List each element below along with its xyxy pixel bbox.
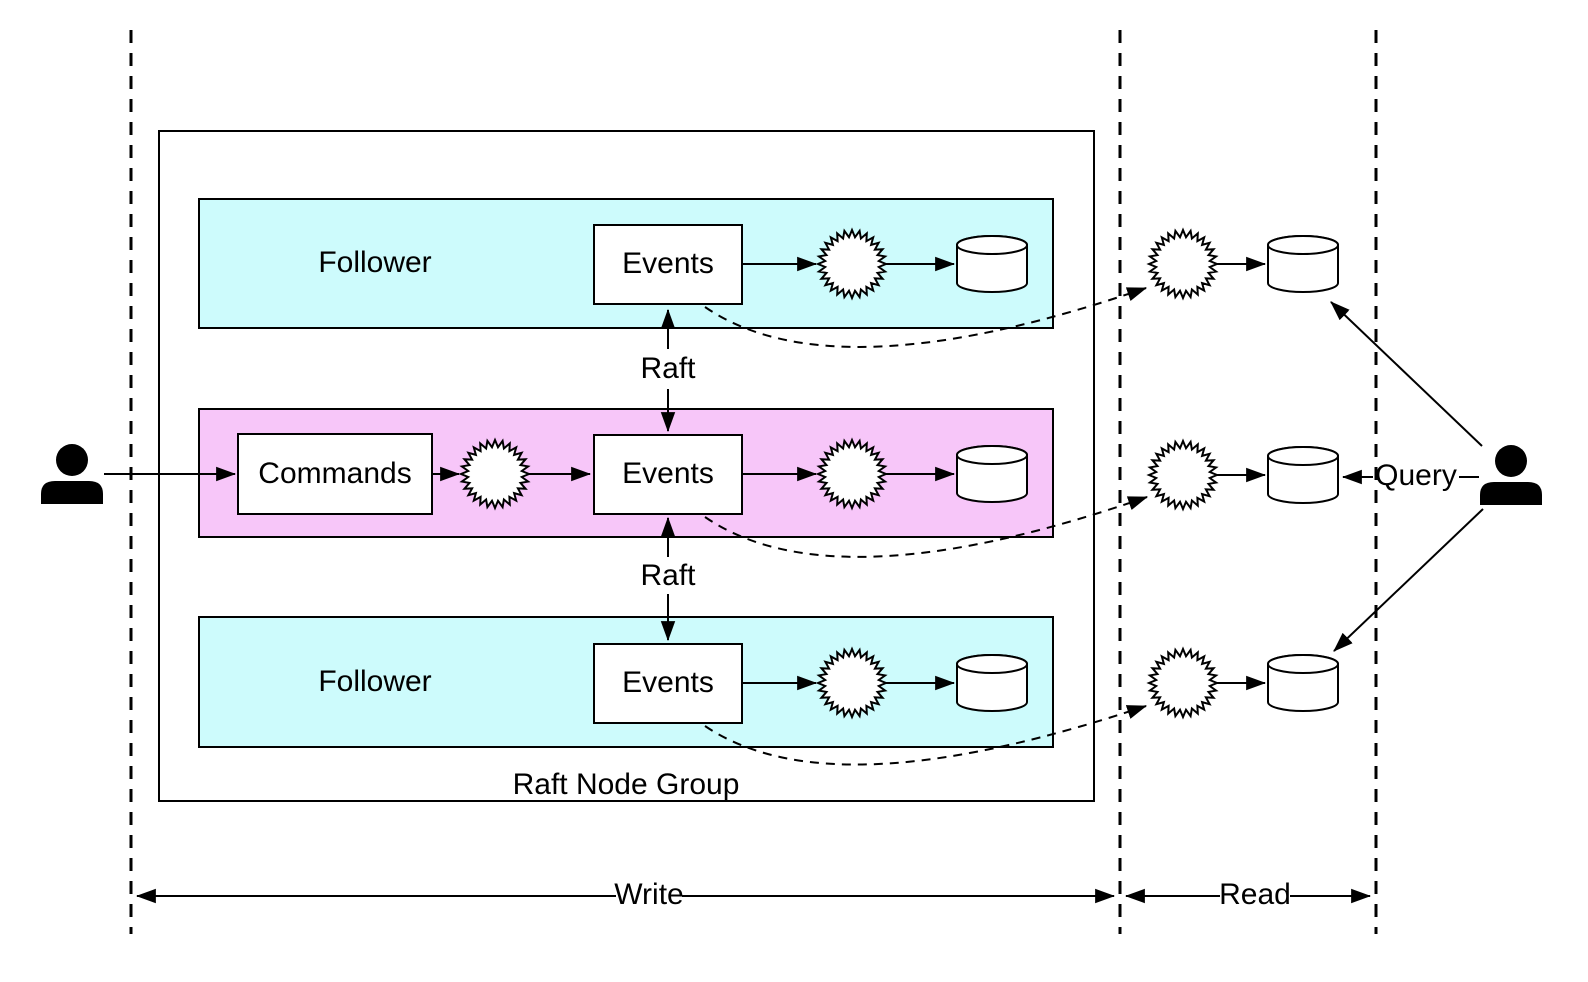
database-cylinder-icon [1267, 446, 1339, 504]
database-cylinder-icon [1267, 235, 1339, 293]
commands-label: Commands [258, 457, 412, 490]
raft-link2-label: Raft [640, 559, 696, 592]
reader-to-db-bottom-arrow [1333, 508, 1484, 652]
projection-burst-icon [1146, 646, 1220, 720]
events-box-top [593, 224, 743, 305]
query-label: Query [1375, 459, 1457, 492]
events-bottom-label: Events [622, 666, 714, 699]
raft-node-group-box [158, 130, 1095, 802]
read-axis-label: Read [1219, 878, 1291, 911]
reader-to-db-top-arrow [1330, 301, 1483, 447]
events-box-middle [593, 434, 743, 515]
write-axis-label: Write [614, 878, 684, 911]
writer-person-icon [41, 444, 103, 504]
events-top-label: Events [622, 247, 714, 280]
projection-burst-icon [1146, 438, 1220, 512]
database-cylinder-icon [1267, 654, 1339, 712]
follower-top-label: Follower [318, 246, 432, 279]
follower-bottom-label: Follower [318, 665, 432, 698]
events-mid-label: Events [622, 457, 714, 490]
commands-box [237, 433, 433, 515]
projection-burst-icon [1146, 227, 1220, 301]
reader-person-icon [1480, 445, 1542, 505]
raft-link1-label: Raft [640, 352, 696, 385]
raft-node-group-label: Raft Node Group [512, 768, 740, 801]
